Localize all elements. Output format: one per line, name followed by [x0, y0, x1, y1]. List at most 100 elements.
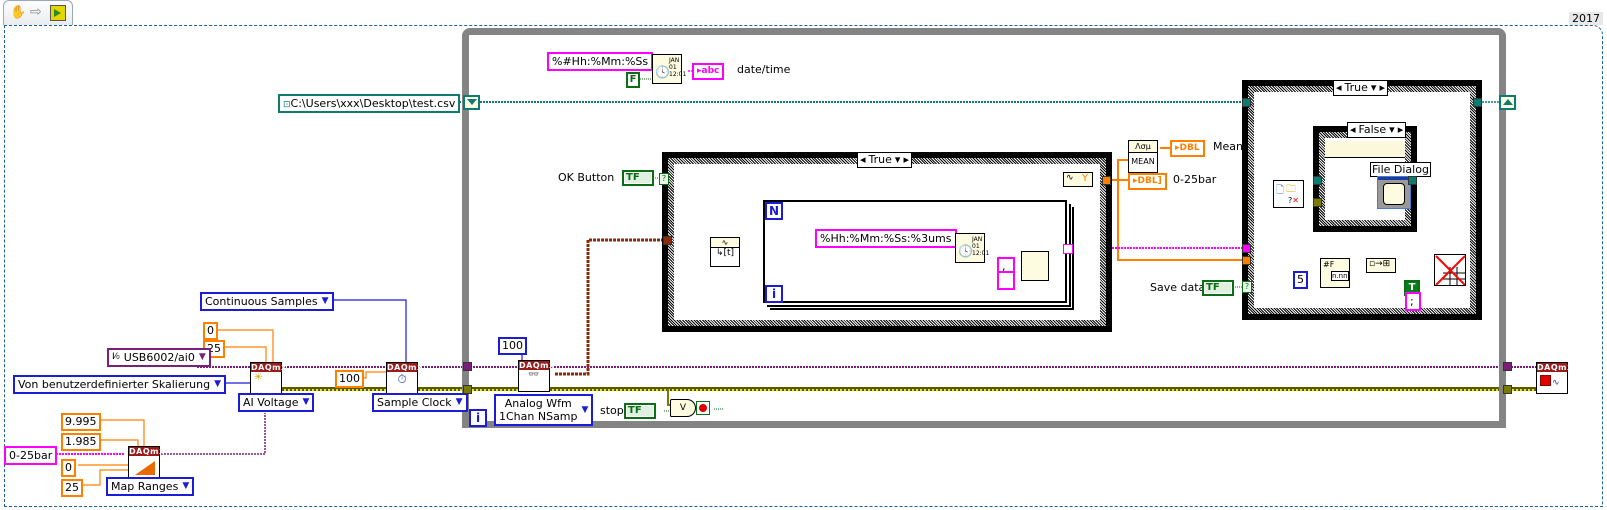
stop-condition-terminal[interactable]	[696, 401, 710, 415]
task-tunnel-out	[1503, 362, 1512, 371]
stop-icon	[699, 404, 707, 412]
task-tunnel-in	[463, 362, 472, 371]
stop-button-control[interactable]: TF	[624, 403, 656, 419]
sample-clock-selector[interactable]: Sample Clock▼	[372, 393, 468, 412]
min-value-constant[interactable]: 0	[203, 322, 218, 340]
save-data-control[interactable]: TF	[1202, 280, 1234, 296]
task-wire	[190, 355, 1540, 368]
false-constant[interactable]: F	[626, 72, 640, 88]
prev-case-icon[interactable]: ◂	[1336, 81, 1342, 94]
ai-voltage-selector[interactable]: AI Voltage▼	[238, 393, 315, 412]
waveform-tunnel	[663, 236, 672, 245]
dropdown-icon[interactable]: ▼	[182, 481, 190, 491]
case-selector-save[interactable]: ◂True▾▸	[1333, 80, 1388, 96]
loop-count-terminal: N	[765, 202, 783, 220]
flat-sequence-frame	[4, 25, 1603, 507]
case-output-tunnel	[1102, 176, 1111, 185]
daqmx-clear-task-vi[interactable]: DAQmx ∿	[1536, 362, 1572, 394]
get-waveform-y-vi[interactable]: ∿ Y	[1063, 172, 1093, 187]
empty-string-constant[interactable]	[997, 271, 1015, 290]
samples-per-channel-constant[interactable]: 100	[498, 337, 527, 355]
scaled-min-constant[interactable]: 0	[61, 459, 76, 477]
date-time-label: date/time	[737, 63, 791, 76]
case-selector-terminal: ?	[659, 173, 669, 185]
pressure-array-indicator[interactable]: ▸DBL]	[1128, 173, 1167, 190]
prescaled-max-constant[interactable]: 9.995	[61, 413, 101, 431]
next-case-icon[interactable]: ▸	[903, 153, 909, 166]
file-exists-vi[interactable]: 🗋 🗀 ?✕	[1273, 180, 1304, 208]
daqmx-timing-vi[interactable]: DAQmx ⏱	[386, 362, 422, 394]
mean-vi[interactable]: Λσμ MEAN	[1128, 140, 1158, 173]
shift-register-right[interactable]	[1499, 95, 1516, 110]
delete-cross-icon	[1435, 255, 1466, 286]
write-spreadsheet-file-vi[interactable]	[1434, 254, 1466, 286]
dropdown-icon[interactable]: ▾	[1370, 81, 1377, 94]
dropdown-icon[interactable]: ▾	[1389, 123, 1395, 136]
prev-case-icon[interactable]: ◂	[860, 153, 866, 166]
next-case-icon[interactable]: ▸	[1397, 123, 1404, 136]
file-path-constant[interactable]: ⊡C:\Users\xxx\Desktop\test.csv	[278, 94, 461, 113]
daqmx-read-vi[interactable]: DAQmx 👓	[518, 360, 554, 392]
clock-icon: ⏱	[397, 372, 407, 386]
document-icon	[1383, 183, 1405, 205]
mean-label: Mean	[1213, 140, 1243, 153]
file-dialog-label: File Dialog	[1370, 162, 1431, 177]
path-tunnel-in	[1242, 98, 1251, 107]
shift-register-left[interactable]	[463, 95, 480, 110]
file-dialog-express-vi[interactable]	[1377, 176, 1411, 209]
or-function[interactable]: V	[670, 399, 696, 417]
scale-name-constant[interactable]: 0-25bar	[4, 446, 58, 465]
path-tunnel-out	[1473, 98, 1482, 107]
pressure-array-label: 0-25bar	[1173, 173, 1217, 186]
scale-icon	[135, 461, 155, 475]
arrow-right-icon[interactable]: ⇨	[30, 4, 42, 20]
stop-label: stop	[600, 404, 624, 417]
daqmx-create-channel-vi[interactable]: DAQmx ✳	[250, 362, 286, 394]
dropdown-icon[interactable]: ▼	[321, 296, 329, 306]
hand-tool-icon[interactable]: ✋	[10, 5, 27, 20]
up-arrow-icon	[1503, 99, 1513, 105]
dropdown-icon[interactable]: ▼	[581, 404, 589, 415]
build-array-vi[interactable]: ▫→⊞	[1366, 258, 1396, 273]
precision-constant[interactable]: 5	[1293, 271, 1308, 289]
ok-button-label: OK Button	[558, 171, 615, 184]
for-loop-output-tunnel	[1063, 244, 1073, 254]
dropdown-icon[interactable]: ▼	[198, 352, 206, 362]
case-selector-file[interactable]: ◂False▾▸	[1347, 122, 1407, 138]
for-loop	[763, 200, 1067, 303]
dropdown-icon[interactable]: ▼	[455, 397, 463, 407]
sample-mode-constant[interactable]: Continuous Samples▼	[200, 292, 334, 311]
error-tunnel-in	[463, 385, 472, 394]
clock-icon: 🕓	[958, 244, 973, 258]
map-ranges-selector[interactable]: Map Ranges▼	[106, 477, 195, 496]
delimiter-constant[interactable]: ;	[1405, 292, 1421, 311]
date-time-indicator[interactable]: ▸abc	[692, 63, 725, 80]
dbl-tunnel-in	[1242, 256, 1251, 265]
number-to-fractional-string-vi[interactable]: #F n.nn	[1320, 258, 1350, 288]
daqmx-create-scale-vi[interactable]: DAQmx	[128, 446, 164, 478]
dropdown-icon[interactable]: ▼	[214, 379, 221, 389]
toolbar-tab: ✋ ⇨	[3, 0, 73, 25]
vi-icon[interactable]	[50, 5, 66, 21]
time-format-constant[interactable]: %Hh:%Mm:%Ss:%3ums	[815, 229, 957, 248]
date-format-constant[interactable]: %#Hh:%Mm:%Ss	[547, 52, 654, 71]
next-case-icon[interactable]: ▸	[1379, 81, 1385, 94]
get-waveform-components-vi[interactable]: ∿ ↳[t]	[710, 237, 740, 267]
dropdown-icon[interactable]: ▾	[894, 153, 901, 166]
build-string-vi[interactable]	[1021, 251, 1049, 281]
case-selector-ok[interactable]: ◂True▾▸	[857, 152, 912, 168]
ok-button-control[interactable]: TF	[622, 170, 654, 186]
prescaled-min-constant[interactable]: 1.985	[61, 433, 101, 451]
mean-indicator[interactable]: ▸DBL	[1170, 140, 1205, 157]
scaled-max-constant[interactable]: 25	[61, 479, 83, 497]
path-icon: ⊡	[283, 100, 291, 110]
units-constant[interactable]: Von benutzerdefinierter Skalierung▼	[13, 375, 226, 394]
dropdown-icon[interactable]: ▼	[302, 397, 310, 407]
sample-rate-constant[interactable]: 100	[335, 370, 364, 388]
prev-case-icon[interactable]: ◂	[1350, 123, 1356, 136]
down-arrow-icon	[467, 99, 477, 105]
